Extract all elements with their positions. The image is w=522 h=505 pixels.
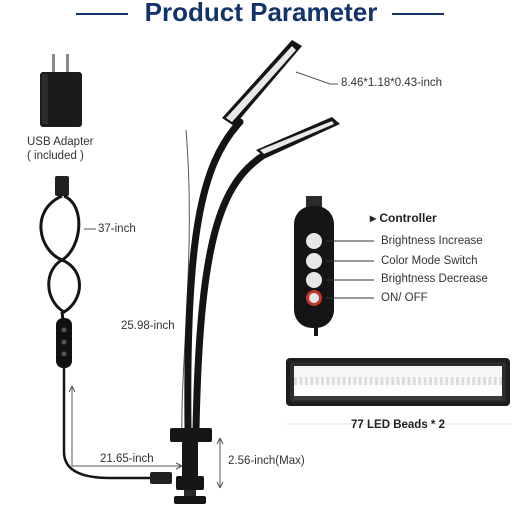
led-strip-icon (286, 358, 510, 406)
head-size-label: 8.46*1.18*0.43-inch (341, 77, 443, 89)
clamp-opening-label: 2.56-inch(Max) (228, 455, 305, 467)
controller-icon (294, 196, 334, 336)
cable-length-label: 37-inch (98, 223, 136, 235)
controller-title: ▸ Controller (370, 211, 437, 225)
lower-cable-length-label: 21.65-inch (100, 453, 154, 465)
gooseneck-length-label: 25.98-inch (121, 320, 175, 332)
page-title: Product Parameter (144, 0, 378, 27)
adapter-included-label: ( included ) (27, 150, 84, 162)
color-mode-switch-label: Color Mode Switch (381, 255, 478, 267)
header-right-rule (392, 13, 444, 15)
bullet-arrow-icon: ▸ (370, 211, 380, 225)
usb-cable-icon (39, 176, 81, 329)
adapter-label: USB Adapter (27, 136, 94, 148)
lamp-head-icon (222, 40, 340, 158)
usb-adapter-icon (40, 54, 82, 127)
brightness-decrease-label: Brightness Decrease (381, 273, 488, 285)
controller-leaders (326, 240, 374, 299)
lamp-icon (184, 118, 276, 434)
led-beads-caption: 77 LED Beads * 2 (351, 419, 445, 431)
header-left-rule (76, 13, 128, 15)
on-off-label: ON/ OFF (381, 292, 428, 304)
inline-controller-icon (56, 318, 72, 368)
page-header: Product Parameter (0, 0, 522, 30)
brightness-increase-label: Brightness Increase (381, 235, 483, 247)
clamp-icon (170, 428, 212, 504)
